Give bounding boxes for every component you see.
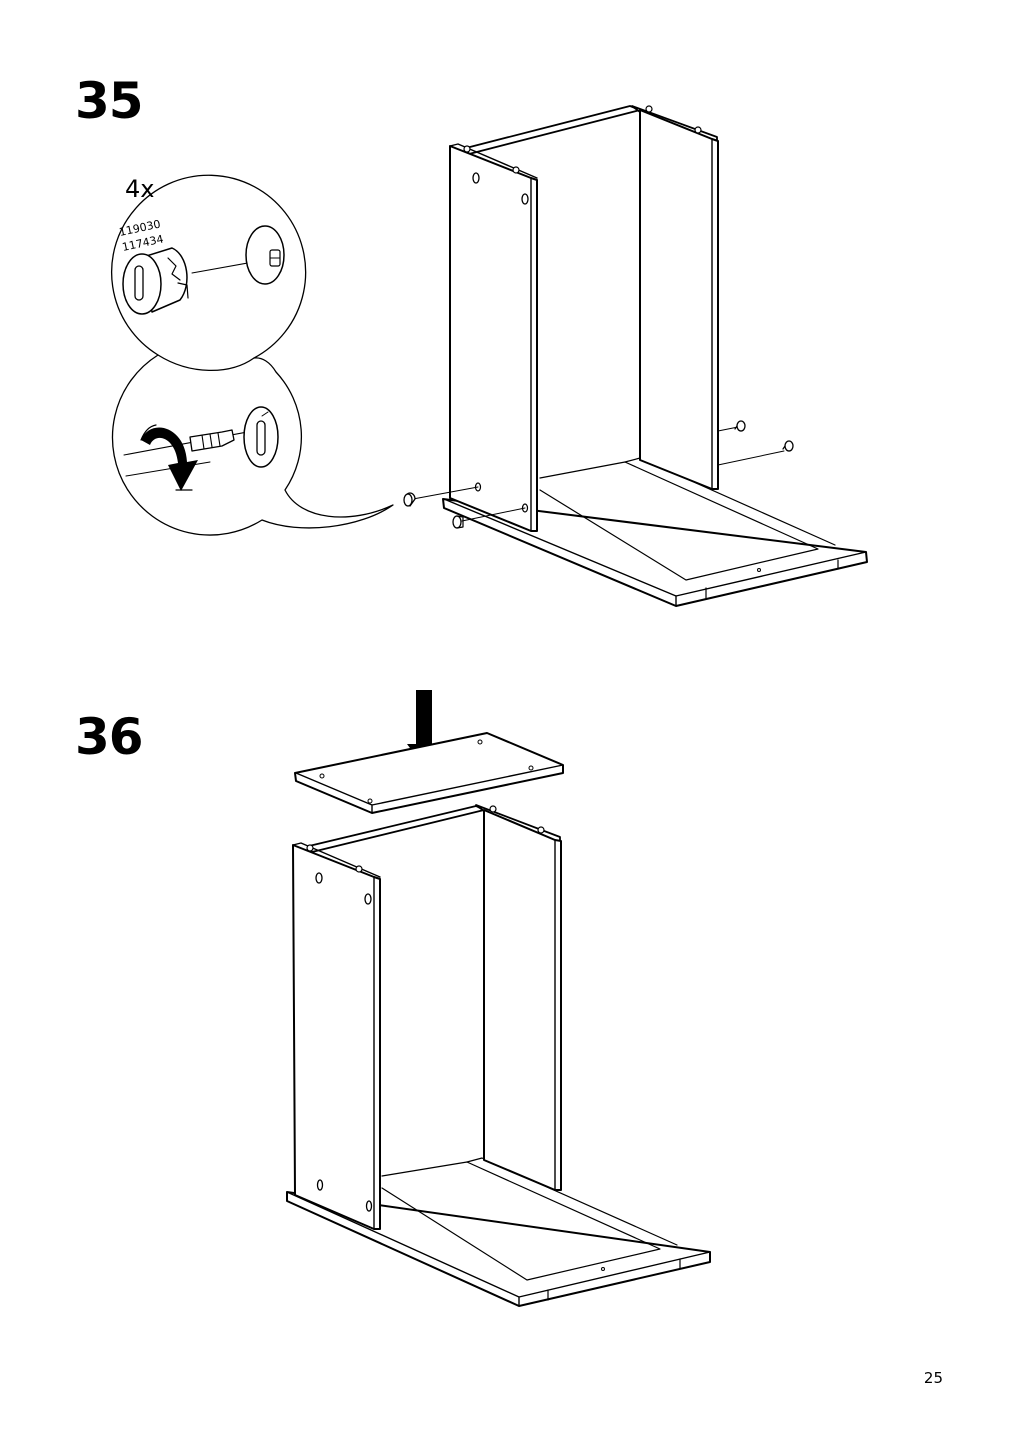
- page-number: 25: [923, 1369, 943, 1387]
- rotation-arrow-icon: [140, 424, 198, 491]
- detail-callout: 4x 119030 117434: [111, 174, 394, 536]
- step-36-illustration: [286, 690, 711, 1307]
- panel-hole-detail: [245, 225, 285, 285]
- cam-lock-inserted: [243, 406, 279, 468]
- step-number-36: 36: [75, 708, 144, 766]
- cam-lock-fitting: [122, 247, 189, 315]
- cabinet-35: [403, 105, 868, 607]
- step-35-illustration: 4x 119030 117434: [111, 105, 868, 607]
- screwdriver: [189, 429, 235, 452]
- top-panel: [294, 732, 564, 814]
- cabinet-36: [286, 804, 711, 1307]
- cam-lock-parts: [403, 420, 794, 529]
- step-number-35: 35: [75, 72, 144, 130]
- quantity-label: 4x: [125, 175, 154, 203]
